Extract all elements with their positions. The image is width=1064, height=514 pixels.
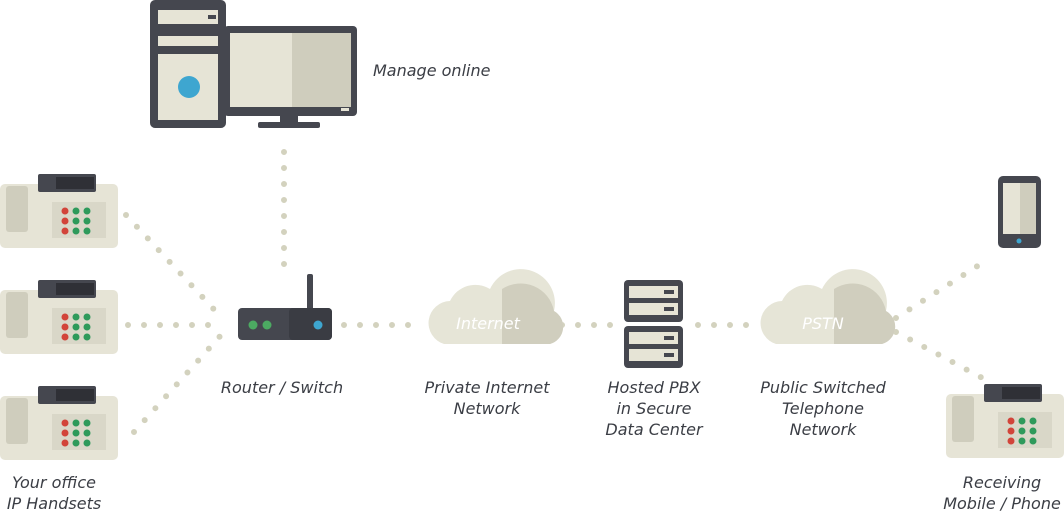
router-icon [238,274,332,340]
manage-online-label: Manage online [373,61,491,80]
mobile-phone-icon [998,176,1041,248]
connector-lines [123,149,993,435]
server-stack-icon [624,280,683,368]
ip-phone-icon [946,384,1064,458]
connector-pstn-phone [893,329,993,385]
desktop-computer-icon [150,0,357,128]
private-network-line-1: Private Internet [424,378,550,397]
cloud-icon [760,269,896,344]
cloud-internet-label: Internet [456,314,521,333]
ip-phone-icon [0,174,118,248]
hosted-pbx-line-3: Data Center [605,420,703,439]
connector-handset3-router [131,331,225,435]
hosted-pbx-line-2: in Secure [616,399,692,418]
hosted-pbx-label: Hosted PBX in Secure Data Center [584,377,724,440]
public-switched-label: Public Switched Telephone Network [748,377,898,440]
ip-phone-icon [0,386,118,460]
private-network-line-2: Network [453,399,521,418]
cloud-icon [428,269,564,344]
hosted-pbx-line-1: Hosted PBX [607,378,701,397]
receiving-label: Receiving Mobile / Phone [942,472,1062,514]
office-handsets-label: Your office IP Handsets [0,472,108,514]
cloud-pstn-label: PSTN [802,314,844,333]
public-switched-line-2: Telephone [782,399,864,418]
ip-phone-icon [0,280,118,354]
receiving-line-2: Mobile / Phone [943,494,1061,513]
office-handsets-line-1: Your office [11,473,97,492]
connector-handset1-router [123,212,225,321]
private-network-label: Private Internet Network [412,377,562,419]
public-switched-line-1: Public Switched [760,378,886,397]
router-label: Router / Switch [220,378,344,397]
receiving-line-1: Receiving [962,473,1042,492]
public-switched-line-3: Network [789,420,857,439]
connector-pstn-mobile [893,255,993,321]
office-handsets-line-2: IP Handsets [6,494,102,513]
